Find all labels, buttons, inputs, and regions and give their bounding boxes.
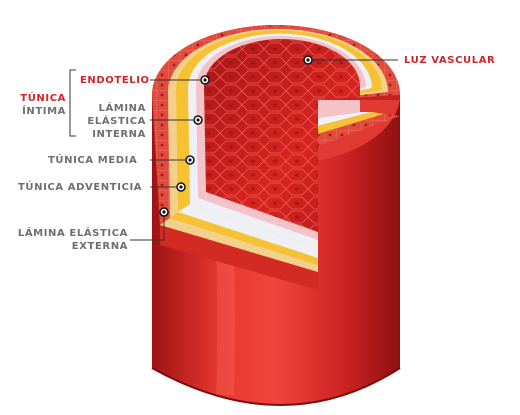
label-lamina-elastica-interna: LÁMINA ELÁSTICA INTERNA [86,102,146,141]
label-lee-line2: EXTERNA [71,241,128,252]
label-luz-vascular: LUZ VASCULAR [404,55,496,66]
wall-cut-face [318,95,400,146]
leader-dots [159,55,313,217]
bottom-cut-shelf [160,225,318,290]
label-tunica-intima: TÚNICA ÍNTIMA [16,92,66,118]
label-lei-line2: ELÁSTICA [87,116,146,127]
label-endotelio: ENDOTELIO [80,75,150,86]
label-lei-line3: INTERNA [92,129,146,140]
label-tunica-intima-line1: TÚNICA [20,93,66,104]
leader-lines [69,59,398,241]
label-lamina-elastica-externa: LÁMINA ELÁSTICA EXTERNA [10,227,128,253]
label-tunica-media: TÚNICA MEDIA [48,155,138,166]
vessel-bottom-edge [151,367,401,406]
label-lei-line1: LÁMINA [98,103,146,114]
label-lee-line1: LÁMINA ELÁSTICA [17,228,128,239]
label-tunica-intima-line2: ÍNTIMA [22,106,66,117]
label-tunica-adventicia: TÚNICA ADVENTICIA [18,182,143,193]
